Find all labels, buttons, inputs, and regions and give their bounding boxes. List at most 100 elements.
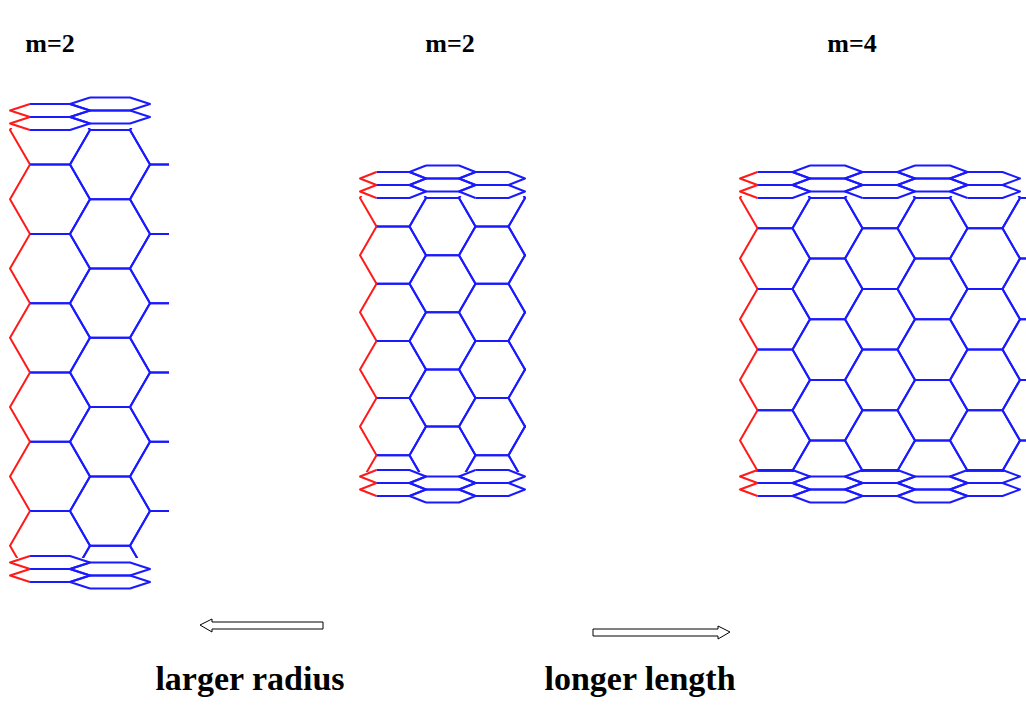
bond-line — [360, 470, 377, 483]
bond-line — [525, 312, 526, 369]
bond-line — [426, 427, 476, 472]
bond-line — [950, 172, 968, 185]
bond-line — [377, 185, 427, 198]
bond-line — [968, 483, 1021, 496]
bond-line — [950, 350, 968, 411]
bond-line — [740, 228, 758, 289]
bond-line — [360, 172, 377, 185]
bond-line — [410, 312, 427, 369]
bond-line — [845, 350, 863, 411]
bond-line — [426, 370, 476, 427]
bond-line — [459, 227, 476, 284]
bond-line — [810, 380, 863, 441]
bond-line — [525, 255, 526, 312]
bond-line — [410, 427, 427, 472]
bond-line — [10, 569, 30, 582]
bond-line — [150, 234, 169, 303]
bond-line — [459, 455, 476, 472]
bond-line — [950, 483, 968, 496]
bond-line — [915, 319, 968, 380]
bond-line — [130, 303, 150, 372]
bond-line — [793, 166, 811, 179]
bond-line — [130, 442, 150, 511]
bond-line — [10, 442, 30, 511]
bond-line — [10, 373, 30, 442]
bond-line — [10, 165, 30, 234]
bond-line — [30, 234, 90, 303]
bond-line — [1003, 380, 1021, 441]
bond-line — [740, 483, 758, 496]
bond-line — [863, 410, 916, 471]
bond-line — [90, 98, 150, 111]
bond-line — [10, 303, 30, 372]
bond-line — [740, 172, 758, 185]
bond-line — [10, 511, 30, 558]
bond-line — [793, 477, 811, 490]
bond-line — [1003, 441, 1021, 473]
bond-line — [410, 166, 427, 179]
bond-line — [968, 350, 1021, 411]
bond-line — [426, 490, 476, 503]
bond-line — [898, 441, 916, 473]
bond-line — [898, 380, 916, 441]
bond-line — [130, 165, 150, 234]
bond-line — [90, 269, 150, 338]
bond-line — [410, 370, 427, 427]
bond-line — [360, 341, 377, 398]
bond-line — [509, 198, 526, 255]
bond-line — [898, 198, 916, 259]
bond-line — [476, 341, 526, 398]
bond-line — [793, 380, 811, 441]
bond-line — [740, 350, 758, 411]
bond-line — [915, 259, 968, 320]
bond-line — [426, 255, 476, 312]
bond-line — [130, 234, 150, 303]
bond-line — [426, 166, 476, 179]
bond-line — [863, 185, 916, 198]
bond-line — [10, 104, 30, 117]
bond-line — [90, 338, 150, 407]
bond-line — [740, 289, 758, 350]
bond-line — [459, 398, 476, 455]
bond-line — [459, 483, 476, 496]
bond-line — [30, 165, 90, 234]
bond-line — [476, 172, 526, 185]
bond-line — [758, 470, 811, 483]
bond-line — [950, 289, 968, 350]
bond-line — [90, 476, 150, 545]
bond-line — [845, 410, 863, 471]
bond-line — [150, 373, 169, 442]
bond-line — [968, 185, 1021, 198]
bond-line — [950, 228, 968, 289]
bond-line — [968, 289, 1021, 350]
bond-line — [30, 117, 90, 130]
bond-line — [758, 172, 811, 185]
bond-line — [410, 490, 427, 503]
tube-cap — [360, 166, 525, 503]
bond-line — [950, 410, 968, 471]
bond-line — [426, 179, 476, 192]
bond-line — [70, 199, 90, 268]
bond-line — [968, 470, 1021, 483]
bond-line — [426, 477, 476, 490]
bond-line — [845, 470, 863, 483]
bond-line — [459, 172, 476, 185]
bond-line — [793, 441, 811, 473]
tube-body — [10, 128, 169, 558]
bond-line — [377, 227, 427, 284]
bond-line — [509, 427, 526, 472]
arrow-caption: larger radius — [155, 660, 344, 697]
bond-line — [70, 476, 90, 545]
bond-line — [410, 198, 427, 255]
bond-line — [377, 341, 427, 398]
bond-line — [150, 128, 169, 165]
bond-line — [426, 312, 476, 369]
bond-line — [360, 398, 377, 455]
bond-line — [10, 117, 30, 130]
bond-line — [360, 284, 377, 341]
bond-line — [845, 196, 863, 228]
bond-line — [410, 179, 427, 192]
bond-line — [915, 477, 968, 490]
bond-line — [1020, 380, 1026, 441]
tube-cap — [740, 166, 1020, 503]
